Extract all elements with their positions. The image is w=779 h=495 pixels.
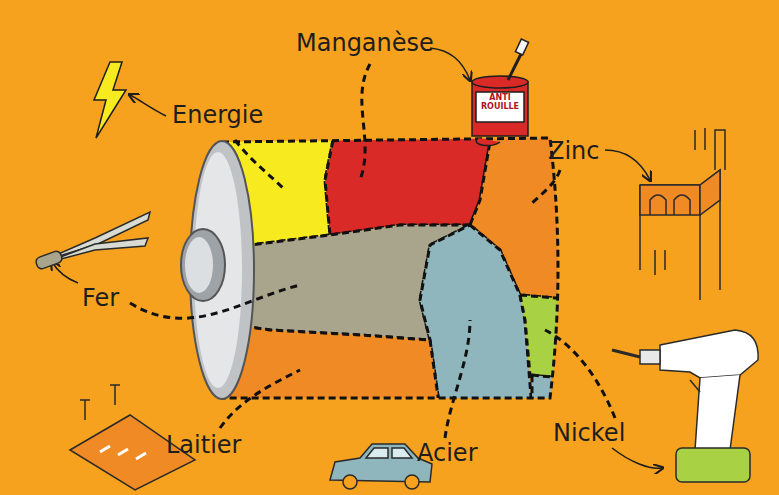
material-label: Nickel xyxy=(553,420,625,446)
material-label: Energie xyxy=(172,102,263,128)
can-label: ANTI ROUILLE xyxy=(476,94,524,112)
material-label: Zinc xyxy=(548,138,600,164)
material-label: Acier xyxy=(417,440,478,466)
material-label: Manganèse xyxy=(296,30,434,56)
material-label: Laitier xyxy=(166,432,241,458)
material-label: Fer xyxy=(82,285,119,311)
